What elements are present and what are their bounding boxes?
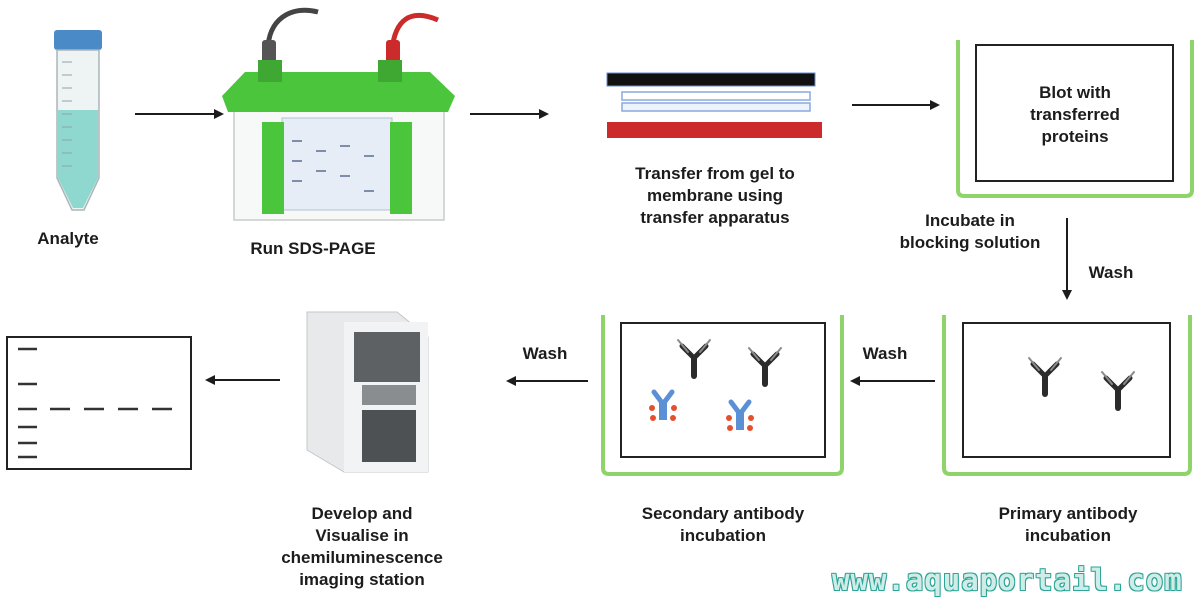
label-primary: Primary antibody incubation (998, 504, 1138, 545)
secondary-tray (601, 315, 844, 476)
transfer-stack (606, 72, 822, 138)
tube-liquid (58, 110, 98, 208)
label-transfer: Transfer from gel to membrane using tran… (635, 164, 795, 227)
watermark: www.aquaportail.com (832, 563, 1183, 597)
label-wash-middle: Wash (862, 344, 908, 363)
blot-tray (956, 40, 1194, 198)
sds-page-apparatus (222, 7, 455, 221)
label-blot: Blot with transferred proteins (1030, 83, 1120, 146)
gel (281, 117, 393, 211)
result-blot (6, 336, 192, 470)
analyte-tube (54, 30, 102, 211)
label-develop: Develop and Visualise in chemiluminescen… (281, 504, 443, 589)
label-wash-right: Wash (1088, 263, 1134, 282)
primary-tray (942, 315, 1192, 476)
label-run-sds-page: Run SDS-PAGE (250, 239, 376, 258)
imaging-station (306, 311, 429, 473)
label-blocking: Incubate in blocking solution (899, 211, 1041, 252)
blot-membrane (975, 44, 1174, 182)
tube-cap (54, 30, 102, 50)
label-analyte: Analyte (37, 229, 99, 248)
label-secondary: Secondary antibody incubation (641, 504, 805, 545)
lid (222, 72, 455, 112)
label-wash-left: Wash (522, 344, 568, 363)
